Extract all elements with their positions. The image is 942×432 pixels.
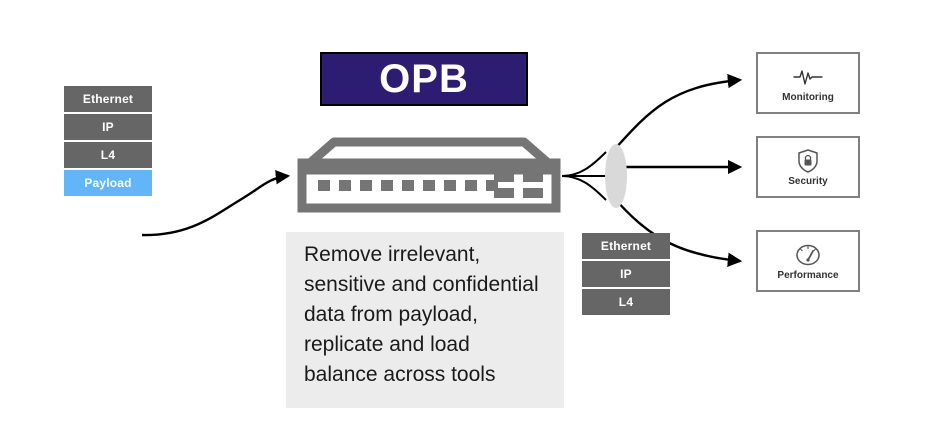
edge-switch-to-node-down	[561, 175, 607, 201]
output-packet-stack: Ethernet IP L4	[582, 233, 670, 317]
pulse-waveform-icon	[793, 64, 823, 90]
edge-switch-to-node-up	[561, 151, 607, 177]
tool-box-monitoring[interactable]: Monitoring	[756, 52, 860, 114]
stack-layer-payload: Payload	[64, 170, 152, 196]
tool-box-security[interactable]: Security	[756, 136, 860, 198]
stack-layer-l4: L4	[64, 142, 152, 168]
description-panel: Remove irrelevant, sensitive and confide…	[286, 232, 564, 408]
tool-label-monitoring: Monitoring	[782, 91, 834, 103]
edge-input-to-switch	[141, 170, 291, 237]
edge-node-to-monitoring	[613, 73, 743, 151]
speedometer-icon	[793, 242, 823, 268]
stack-layer-ip: IP	[64, 114, 152, 140]
opb-title-box: OPB	[320, 52, 528, 106]
tool-label-performance: Performance	[777, 269, 839, 281]
opb-label: OPB	[379, 57, 469, 101]
out-stack-layer-ip: IP	[582, 261, 670, 287]
stack-layer-ethernet: Ethernet	[64, 86, 152, 112]
shield-lock-icon	[793, 148, 823, 174]
input-packet-stack: Ethernet IP L4 Payload	[64, 86, 152, 198]
description-text: Remove irrelevant, sensitive and confide…	[304, 243, 539, 386]
tool-label-security: Security	[788, 175, 828, 187]
tool-box-performance[interactable]: Performance	[756, 230, 860, 292]
out-stack-layer-l4: L4	[582, 289, 670, 315]
out-stack-layer-ethernet: Ethernet	[582, 233, 670, 259]
